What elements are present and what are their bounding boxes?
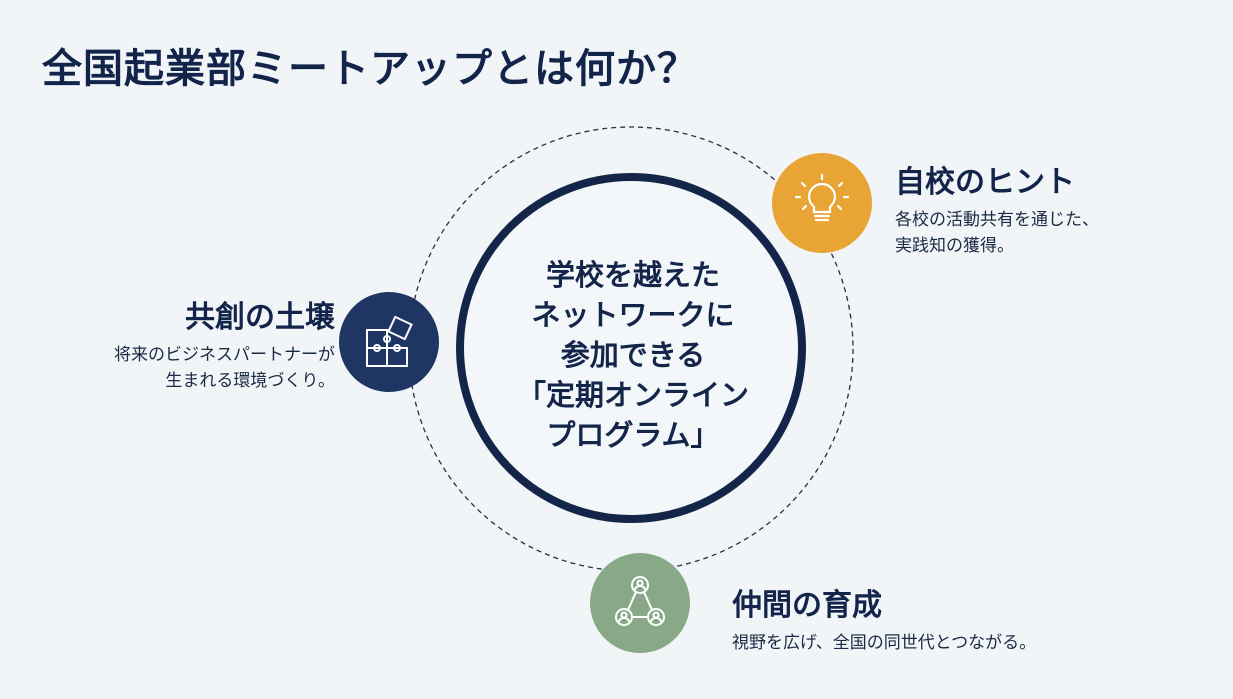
- center-line: 学校を越えた: [545, 258, 720, 292]
- puzzle-icon: [366, 315, 413, 367]
- center-line: プログラム」: [546, 418, 720, 452]
- hint-label: 自校のヒント 各校の活動共有を通じた、実践知の獲得。: [895, 157, 1099, 259]
- people-network-icon: [615, 576, 665, 626]
- peers-heading: 仲間の育成: [732, 588, 882, 623]
- center-line: 参加できる: [560, 338, 706, 372]
- soil-description: 将来のビジネスパートナーが生まれる環境づくり。: [114, 342, 335, 394]
- peers-label: 仲間の育成 視野を広げ、全国の同世代とつながる。: [732, 580, 1036, 656]
- hint-heading: 自校のヒント: [895, 165, 1075, 200]
- desc-line: 実践知の獲得。: [895, 236, 1014, 256]
- page-title: 全国起業部ミートアップとは何か？: [42, 46, 698, 92]
- center-line: ネットワークに: [531, 298, 735, 332]
- lightbulb-icon: [794, 173, 850, 222]
- desc-line: 将来のビジネスパートナーが: [114, 345, 335, 365]
- center-message: 学校を越えた ネットワークに 参加できる 「定期オンライン プログラム」: [478, 255, 788, 455]
- desc-line: 各校の活動共有を通じた、: [895, 210, 1099, 230]
- soil-node: [339, 292, 439, 392]
- soil-heading: 共創の土壌: [185, 300, 335, 335]
- center-circle: [456, 173, 806, 523]
- peers-node: [590, 553, 690, 653]
- soil-label: 共創の土壌 将来のビジネスパートナーが生まれる環境づくり。: [114, 292, 335, 394]
- center-line: 「定期オンライン: [516, 378, 749, 412]
- hint-description: 各校の活動共有を通じた、実践知の獲得。: [895, 207, 1099, 259]
- hint-node: [772, 153, 872, 253]
- peers-description: 視野を広げ、全国の同世代とつながる。: [732, 630, 1036, 656]
- desc-line: 生まれる環境づくり。: [165, 371, 335, 391]
- desc-line: 視野を広げ、全国の同世代とつながる。: [732, 633, 1037, 653]
